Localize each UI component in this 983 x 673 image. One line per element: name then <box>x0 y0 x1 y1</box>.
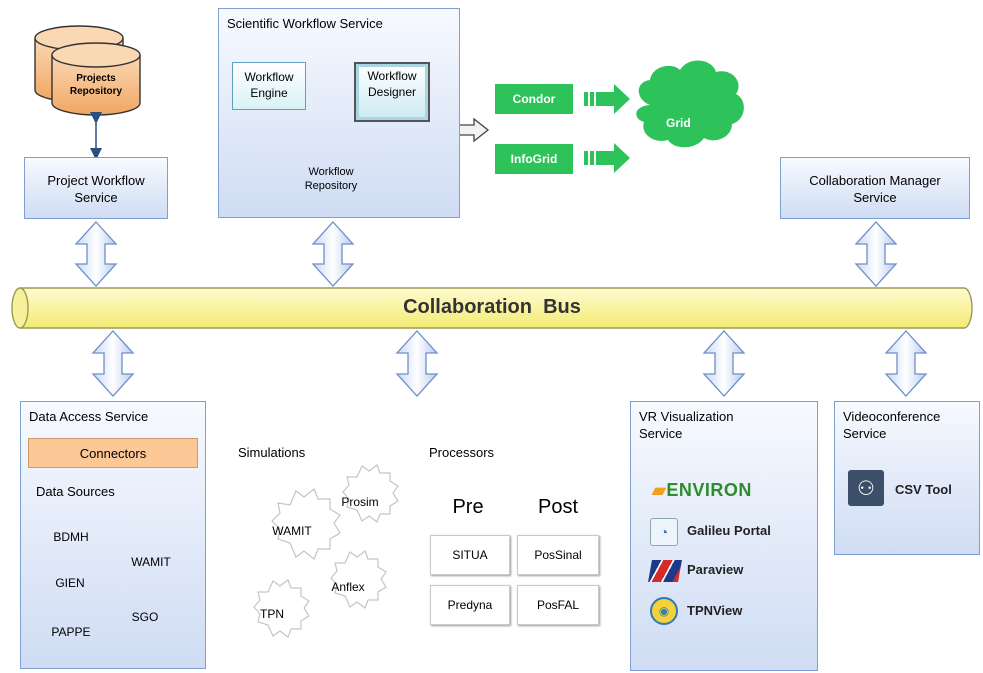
collaboration-manager-service[interactable]: Collaboration Manager Service <box>780 157 970 219</box>
condor-to-grid-arrow <box>584 84 630 114</box>
connectors-box[interactable]: Connectors <box>28 438 198 468</box>
collaboration-bus <box>11 287 973 329</box>
gear-anflex: Anflex <box>331 580 365 594</box>
gear-tpn: TPN <box>260 607 284 621</box>
workflow-engine-box[interactable]: Workflow Engine <box>232 62 306 110</box>
data-access-title: Data Access Service <box>29 409 149 424</box>
galileu-portal-icon: ◔ <box>650 518 678 546</box>
environ-label: ENVIRON <box>666 480 752 500</box>
processors-title: Processors <box>429 445 495 460</box>
data-sources-title: Data Sources <box>36 484 115 499</box>
processor-posfal[interactable]: PosFAL <box>517 585 599 625</box>
tpnview-label[interactable]: TPNView <box>687 603 743 618</box>
workflow-designer-box[interactable]: Workflow Designer <box>354 62 430 122</box>
infogrid-to-grid-arrow <box>584 143 630 173</box>
scientific-workflow-title: Scientific Workflow Service <box>227 16 383 31</box>
csv-tool-label[interactable]: CSV Tool <box>895 482 952 497</box>
projects-repository-cylinder <box>34 25 141 116</box>
simulations-title: Simulations <box>238 445 306 460</box>
paraview-icon <box>648 560 682 582</box>
collaboration-bus-label: Collaboration Bus <box>403 296 581 318</box>
data-source-gien: GIEN <box>55 576 85 590</box>
infogrid-box[interactable]: InfoGrid <box>495 144 573 174</box>
videoconference-title-line1: Videoconference <box>843 409 941 424</box>
data-source-bdmh: BDMH <box>53 530 89 544</box>
vr-title-line2: Service <box>639 426 683 441</box>
projects-repository-label: Projects Repository <box>52 72 140 98</box>
grid-label: Grid <box>666 116 691 130</box>
project-workflow-service-line2: Service <box>74 190 118 205</box>
paraview-label[interactable]: Paraview <box>687 562 744 577</box>
bus-arrows <box>74 221 928 397</box>
gear-prosim: Prosim <box>341 495 379 509</box>
condor-box[interactable]: Condor <box>495 84 573 114</box>
projects-repository-label-line1: Projects <box>76 73 116 84</box>
projects-repository-label-line2: Repository <box>69 86 123 97</box>
data-source-pappe: PAPPE <box>51 625 91 639</box>
project-workflow-service[interactable]: Project Workflow Service <box>24 157 168 219</box>
workflow-repository-label: Workflow Repository <box>290 165 372 193</box>
collaboration-manager-line1: Collaboration Manager <box>809 173 941 188</box>
workflow-repository-line2: Repository <box>304 180 358 192</box>
environ-logo[interactable]: ▰ENVIRON <box>652 480 752 501</box>
processor-situa[interactable]: SITUA <box>430 535 510 575</box>
workflow-designer-line1: Workflow <box>367 69 417 83</box>
processor-predyna[interactable]: Predyna <box>430 585 510 625</box>
csv-tool-icon: ⚇ <box>848 470 884 506</box>
project-workflow-service-line1: Project Workflow <box>47 173 145 188</box>
environ-icon: ▰ <box>652 480 667 500</box>
processor-possinal[interactable]: PosSinal <box>517 535 599 575</box>
workflow-engine-line1: Workflow <box>244 70 294 84</box>
grid-cloud <box>636 60 744 148</box>
pre-heading: Pre <box>452 496 484 518</box>
simulation-gears <box>253 464 399 638</box>
data-source-sgo: SGO <box>131 610 159 624</box>
collaboration-manager-line2: Service <box>853 190 897 205</box>
post-heading: Post <box>537 496 579 518</box>
galileu-portal-label[interactable]: Galileu Portal <box>687 523 771 538</box>
workflow-repository-line1: Workflow <box>308 166 354 178</box>
workflow-engine-line2: Engine <box>250 86 288 100</box>
tpnview-icon: ◉ <box>650 597 678 625</box>
workflow-designer-line2: Designer <box>367 85 417 99</box>
vr-title-line1: VR Visualization <box>639 409 734 424</box>
data-source-wamit: WAMIT <box>131 555 171 569</box>
videoconference-title-line2: Service <box>843 426 887 441</box>
gear-wamit: WAMIT <box>272 524 312 538</box>
